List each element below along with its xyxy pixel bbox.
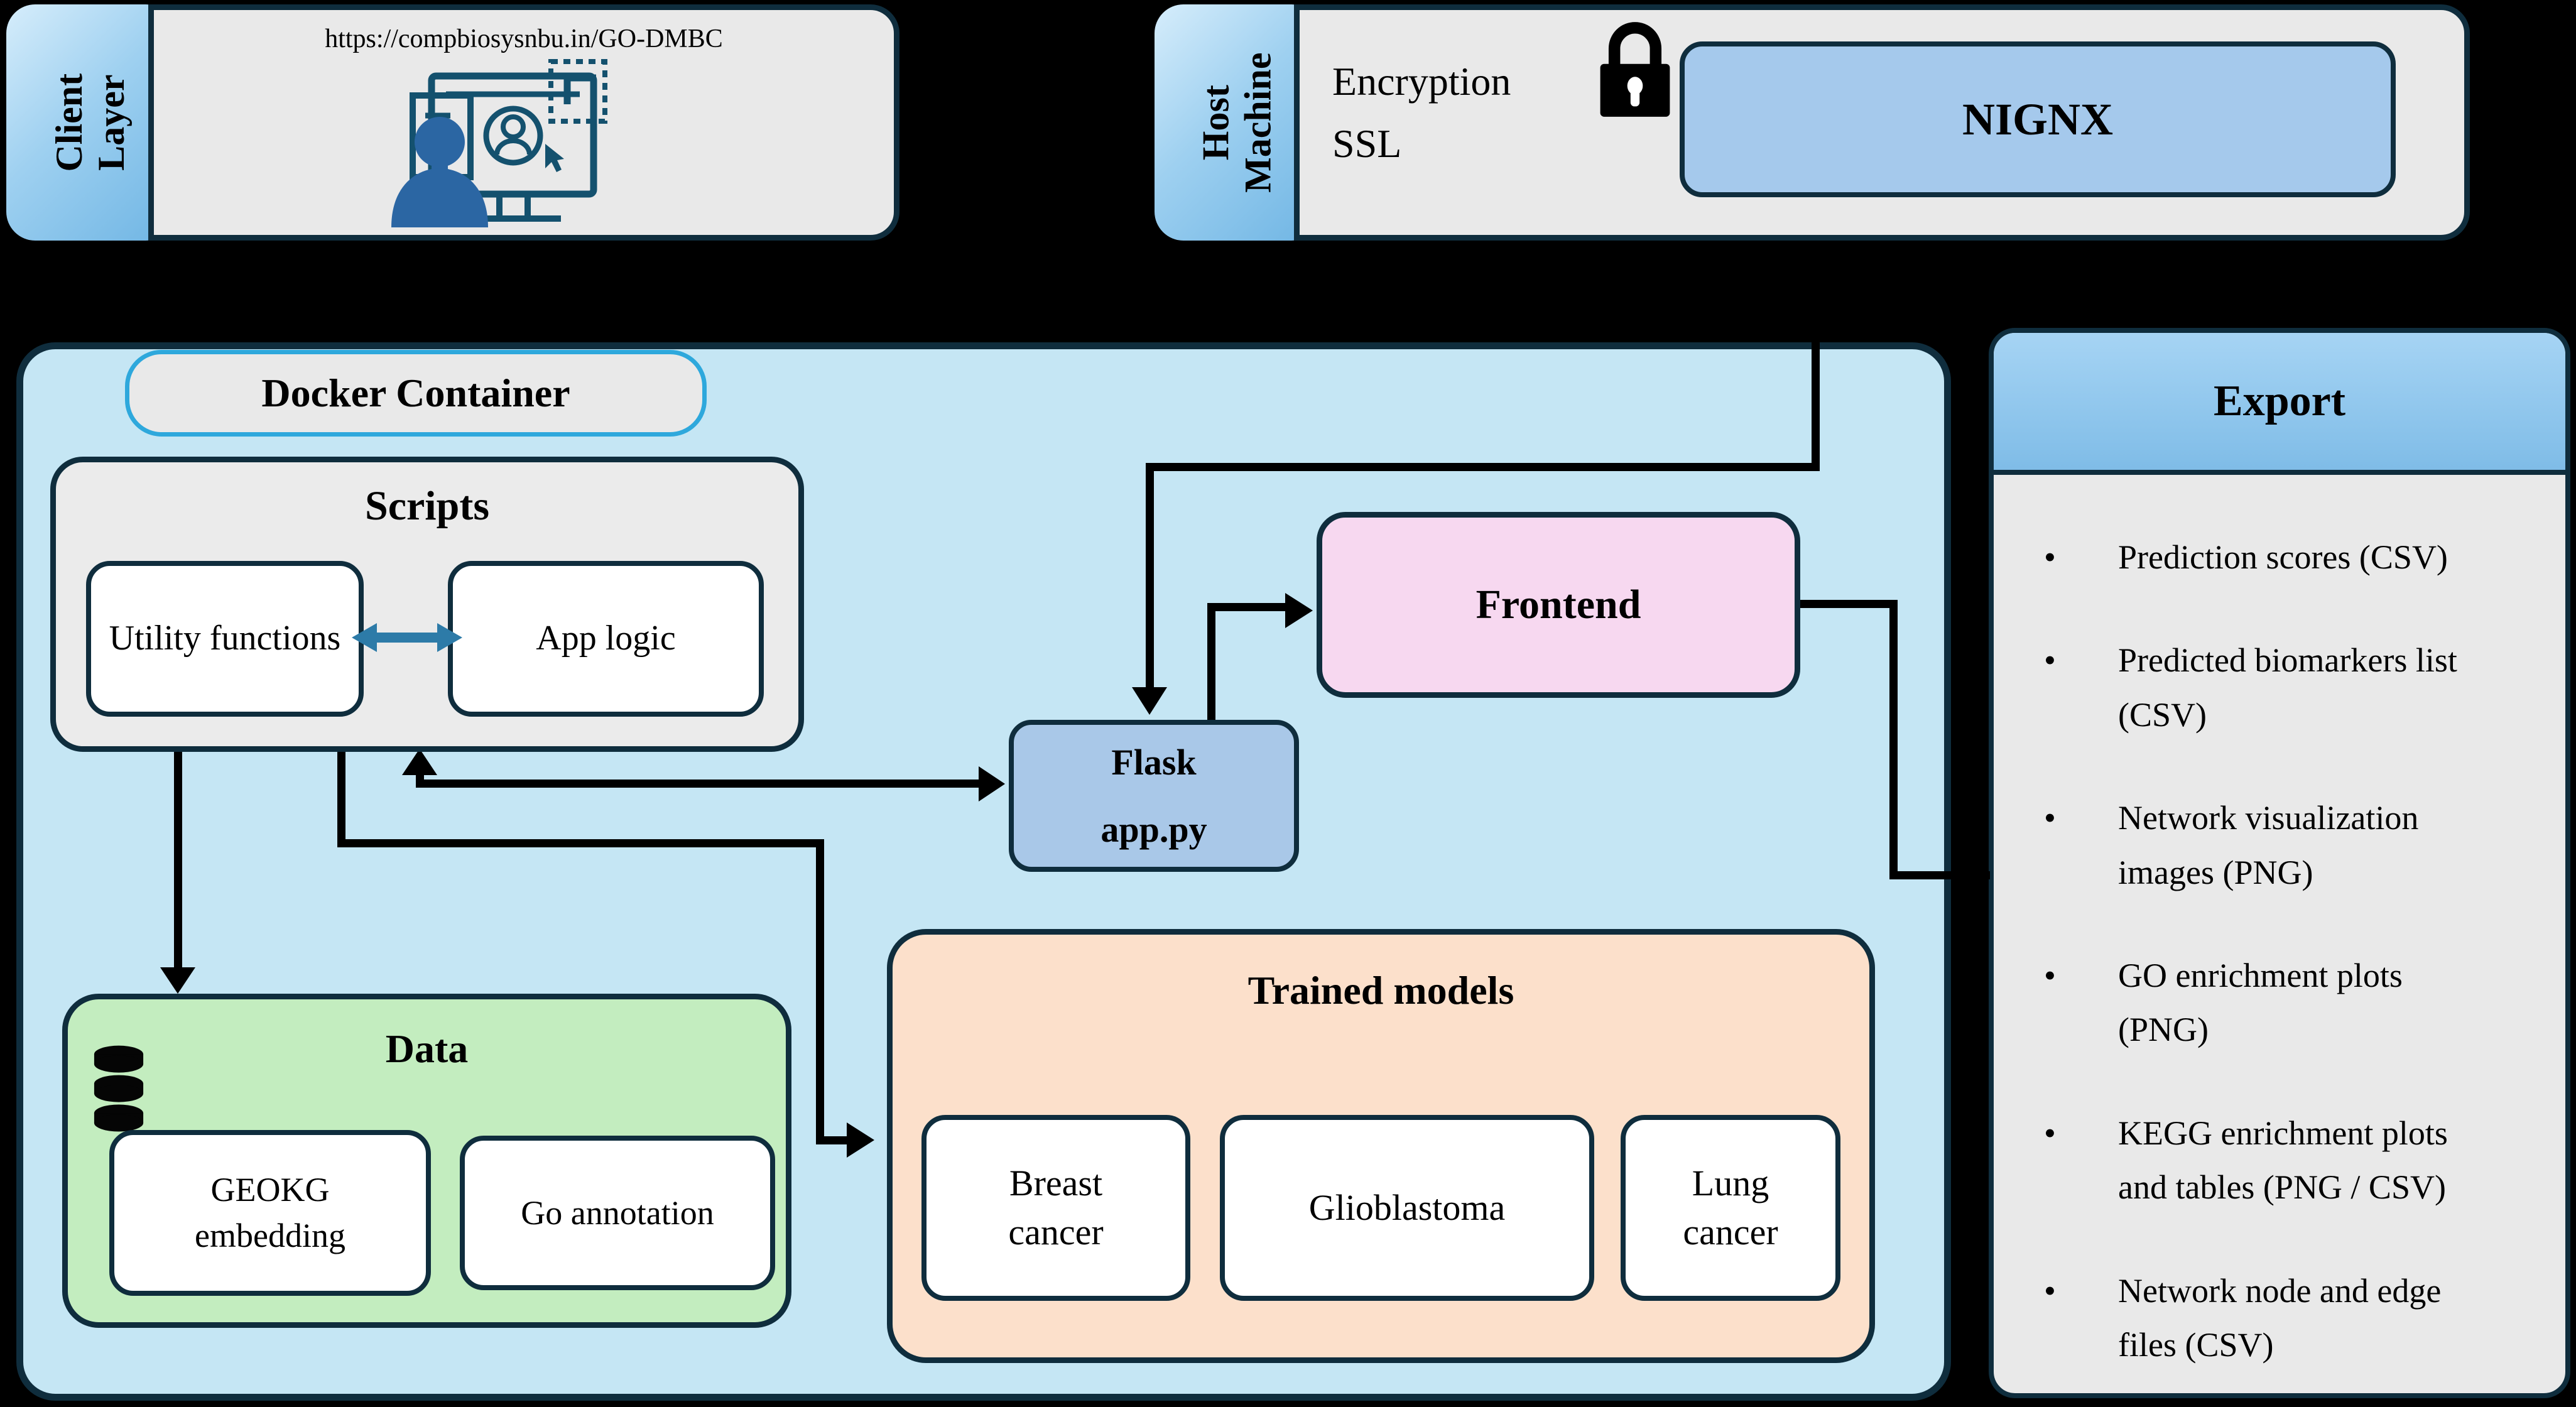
export-item: Prediction scores (CSV) [2044,530,2540,584]
host-machine-tab-label: Host Machine [1195,52,1279,193]
docker-container-label: Docker Container [125,350,707,437]
utility-functions-box: Utility functions [86,561,364,717]
scripts-box: Scripts Utility functions App logic [50,457,804,752]
breast-cancer-label: Breast cancer [1008,1162,1104,1252]
client-layer-tab: Client Layer [6,4,175,241]
lock-icon [1600,22,1670,117]
client-layer-tab-label: Client Layer [48,73,132,172]
export-item: Predicted biomarkers list (CSV) [2044,633,2540,742]
client-url: https://compbiosysnbu.in/GO-DMBC [325,24,723,53]
bullet-icon [2044,1106,2118,1215]
geokg-embedding-label: GEOKG embedding [195,1171,345,1254]
host-machine-tab: Host Machine [1155,4,1320,241]
bullet-icon [2044,633,2118,742]
export-item: Network visualization images (PNG) [2044,791,2540,899]
app-logic-box: App logic [448,561,764,717]
data-box: Data GEOKG embedding Go annotation [62,994,791,1328]
nginx-box: NIGNX [1680,41,2396,197]
lung-cancer-label: Lung cancer [1683,1162,1778,1252]
export-panel-header: Export [1994,333,2565,475]
utility-functions-label: Utility functions [109,619,341,658]
frontend-box: Frontend [1317,512,1800,698]
user-at-computer-icon [391,59,607,227]
bullet-icon [2044,1264,2118,1372]
trained-models-box: Trained models Breast cancer Glioblastom… [887,929,1875,1363]
export-item: GO enrichment plots (PNG) [2044,948,2540,1057]
trained-models-title: Trained models [1247,968,1514,1013]
encryption-ssl-label: Encryption SSL [1332,59,1511,166]
glioblastoma-label: Glioblastoma [1308,1187,1506,1228]
data-title: Data [385,1026,469,1071]
breast-cancer-box: Breast cancer [921,1115,1190,1301]
glioblastoma-box: Glioblastoma [1220,1115,1594,1301]
host-machine-panel: Encryption SSL NIGNX [1294,4,2470,241]
export-item: KEGG enrichment plots and tables (PNG / … [2044,1106,2540,1215]
scripts-title: Scripts [365,483,489,529]
lung-cancer-box: Lung cancer [1621,1115,1840,1301]
export-item: Network node and edge files (CSV) [2044,1264,2540,1372]
export-panel: Export Prediction scores (CSV) Predicted… [1989,328,2570,1398]
database-icon [94,1045,144,1132]
export-items-list: Prediction scores (CSV) Predicted biomar… [1994,480,2565,1393]
geokg-embedding-box: GEOKG embedding [109,1130,431,1296]
app-logic-label: App logic [536,619,676,658]
bullet-icon [2044,791,2118,899]
bullet-icon [2044,530,2118,584]
go-annotation-box: Go annotation [460,1136,775,1290]
flask-box: Flask app.py [1009,720,1299,872]
client-layer-panel: https://compbiosysnbu.in/GO-DMBC [148,4,899,241]
bullet-icon [2044,948,2118,1057]
go-annotation-label: Go annotation [521,1193,714,1232]
